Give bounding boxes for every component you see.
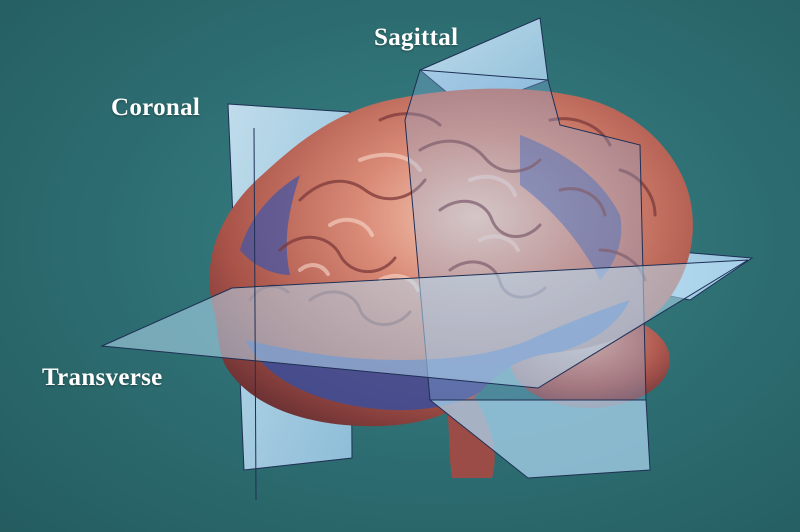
transverse-label: Transverse — [42, 364, 163, 391]
coronal-label: Coronal — [111, 94, 201, 121]
coronal-plane-edge — [253, 127, 257, 501]
parietal-shadow — [520, 135, 622, 280]
gyri-highlights — [298, 152, 520, 292]
transverse-plane — [100, 259, 749, 389]
lateral-fissure-shadow — [245, 300, 630, 411]
sagittal-plane-lower — [428, 399, 651, 479]
sagittal-label: Sagittal — [374, 24, 459, 51]
